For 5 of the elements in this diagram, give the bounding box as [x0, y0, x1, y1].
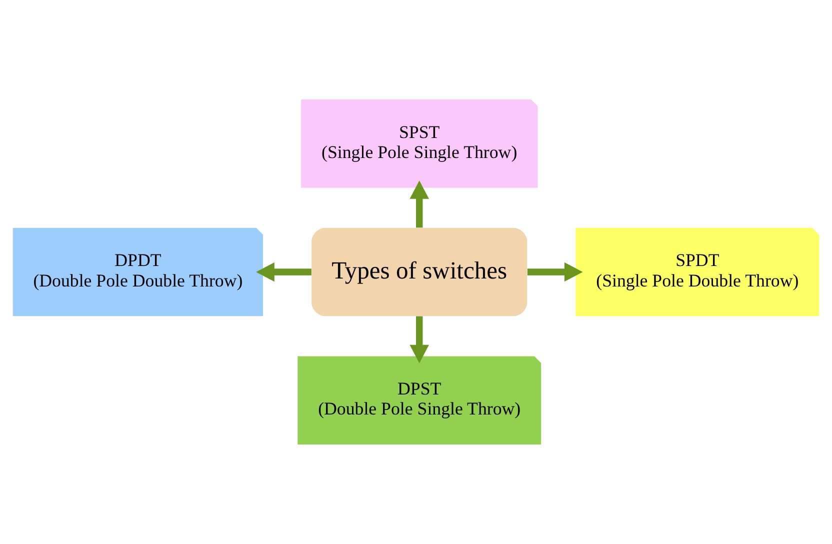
arrow — [410, 316, 429, 364]
arrow — [410, 180, 429, 228]
arrow — [527, 262, 583, 282]
node-box: Types of switches — [312, 228, 528, 316]
arrow — [256, 262, 312, 282]
